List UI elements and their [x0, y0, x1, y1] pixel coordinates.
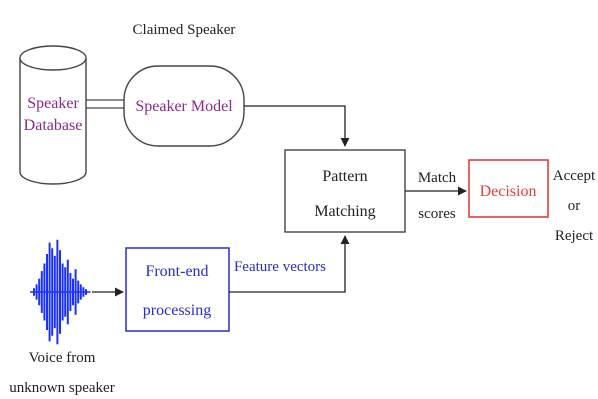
claimed-speaker-label: Claimed Speaker: [133, 22, 236, 38]
pattern-matching-box: Pattern Matching: [284, 149, 406, 233]
match-scores-line2: scores: [418, 206, 456, 222]
speaker-database-cylinder: Speaker Database: [19, 45, 87, 185]
match-scores-line1: Match: [418, 170, 457, 186]
voice-label-line2: unknown speaker: [9, 380, 114, 396]
database-label-line2: Database: [24, 117, 83, 134]
decision-label: Decision: [480, 183, 537, 200]
waveform-icon: [30, 239, 91, 345]
model-to-pattern-arrow: [244, 105, 350, 147]
speaker-model-label: Speaker Model: [135, 98, 233, 115]
pattern-label-line2: Matching: [314, 203, 375, 220]
outcome-line2: or: [568, 198, 581, 214]
outcome-line1: Accept: [553, 168, 596, 184]
frontend-to-pattern-arrow: [229, 235, 350, 293]
pattern-label-line1: Pattern: [322, 168, 367, 185]
database-label-line1: Speaker: [27, 95, 79, 112]
decision-box: Decision: [468, 159, 549, 218]
database-model-connector: [86, 99, 124, 109]
voice-label-line1: Voice from: [29, 350, 96, 366]
feature-vectors-label: Feature vectors: [234, 259, 326, 275]
frontend-label-line1: Front-end: [145, 263, 208, 280]
frontend-label-line2: processing: [143, 302, 211, 319]
frontend-processing-box: Front-end processing: [125, 247, 230, 332]
speaker-model-box: Speaker Model: [123, 65, 245, 147]
outcome-line3: Reject: [555, 228, 594, 244]
